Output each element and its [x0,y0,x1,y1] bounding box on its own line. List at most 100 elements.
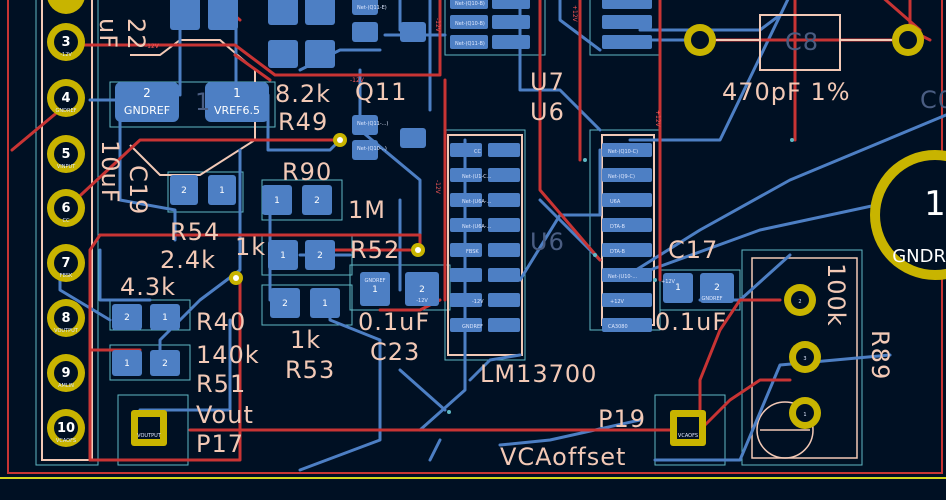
pad-numbers: 2 1 1 2 1 2 2 1 2 1 1 2 1 2 GNDREF -12V … [124,186,722,369]
c19-value: 10uF [96,140,124,204]
vref-pad[interactable] [205,82,269,122]
svg-text:Net-(Q10-B): Net-(Q10-B) [455,1,485,7]
connector-pin[interactable]: 10 VCAOFS [47,409,85,447]
mount-hole-num: 1 [924,184,946,224]
q11-ref: Q11 [355,78,407,106]
c22-ref: 22 [122,18,150,51]
pin-net: VOUTPUT [54,328,79,334]
r53-value: 1k [290,326,321,354]
pin-net: GNDREF [56,108,77,114]
pin-net: CC [63,218,70,224]
connector-pin[interactable]: 9 AMLIN [47,354,85,392]
pin-number: 5 [61,147,70,162]
svg-text:2: 2 [181,186,187,196]
pin-number: 7 [61,256,70,271]
p19-value: VCAoffset [500,443,626,471]
svg-text:1: 1 [322,299,328,309]
svg-text:DTA-B: DTA-B [610,249,625,255]
c19-ref: C19 [124,165,152,215]
connector-pin[interactable]: 7 FBSK [47,244,85,282]
r52-ref: R52 [350,236,400,264]
svg-text:2: 2 [798,299,801,305]
r49-value: 8.2k [275,80,331,108]
r54-value: 1k [235,233,266,261]
connector-pin[interactable]: 4 GNDREF [47,79,85,117]
r90-ref: R90 [282,158,332,186]
r52-value: 2.4k [160,246,216,274]
svg-text:-12V: -12V [434,180,441,195]
r40-ref: R40 [196,308,246,336]
r51-ref: R51 [196,370,246,398]
partial-ref: C0 [920,86,946,114]
svg-text:DTA-B: DTA-B [610,224,625,230]
svg-text:-12V: -12V [434,18,441,33]
u6-ref: U6 [530,98,565,126]
svg-text:Net-(U6A-...: Net-(U6A-... [462,224,492,230]
svg-text:Net-(U1-C...: Net-(U1-C... [462,174,492,180]
svg-text:2: 2 [124,313,130,323]
r89-value: 100k [822,263,850,327]
connector-pin[interactable]: 5 VINPUT [47,135,85,173]
silk-outlines [41,0,858,461]
svg-text:1: 1 [372,285,378,295]
ic-u7-pads: Net-(Q10-B) Net-(Q10-B) Net-(Q11-B) Net-… [357,0,652,152]
pad-number: 2 [143,86,151,100]
svg-text:-12V: -12V [145,43,160,50]
svg-text:VCAOFS: VCAOFS [678,433,698,439]
svg-text:1: 1 [280,251,286,261]
svg-text:3: 3 [803,356,806,362]
c17-pad-net: GNDREF [702,296,723,302]
svg-text:-12V: -12V [350,77,365,84]
u7-ref: U7 [530,68,565,96]
u6-fab-ref: U6 [530,228,565,256]
r89-ref: R89 [866,330,894,380]
svg-text:CA3080: CA3080 [608,324,628,330]
r54-ref: R54 [170,218,220,246]
c8-value: 470pF 1% [722,78,851,106]
svg-text:+12V: +12V [654,110,661,128]
connector-pin-partial [47,0,85,14]
connector-pin[interactable]: 8 VOUTPUT [47,299,85,337]
pin-number: 9 [61,366,70,381]
silkscreen-text: 22 uF C19 10uF 8.2k R49 R90 R54 1k 2.4k … [94,18,946,471]
svg-text:2: 2 [419,285,425,295]
smd-passive-pads [112,0,734,376]
connector-pin[interactable]: 3 -12V [47,23,85,61]
svg-text:2: 2 [162,359,168,369]
connector-header: 3 -12V 4 GNDREF 5 VINPUT 6 CC 7 FBSK 8 V… [47,0,85,447]
svg-text:1: 1 [162,313,168,323]
gndref-pad[interactable] [115,82,179,122]
front-copper-traces [10,0,932,462]
regulator-fab-num: 1 [195,88,211,116]
svg-text:Net-(U10-...: Net-(U10-... [608,274,638,280]
pin-net: AMLIN [58,383,74,389]
svg-text:-12V: -12V [472,299,484,305]
svg-text:+12V: +12V [571,5,578,23]
u6-value: LM13700 [480,360,597,388]
pin-number: 4 [61,91,70,106]
svg-text:Net-(Q10-B): Net-(Q10-B) [455,21,485,27]
c23-ref: C23 [370,338,420,366]
r90-value: 1M [348,196,386,224]
svg-text:GNDREF: GNDREF [462,324,483,330]
c23-value: 0.1uF [358,308,430,336]
p17-value: Vout [196,401,254,429]
regulator-pads: 2 GNDREF 1 VREF6.5 [115,82,269,122]
pin-net: VCAOFS [56,438,76,444]
c17-value: 0.1uF [655,308,727,336]
p19-ref: P19 [598,405,646,433]
c17-pad-net: +12V [661,279,676,285]
svg-text:1: 1 [274,196,280,206]
c23-pad-net: GNDREF [365,278,386,284]
svg-text:Net-(Q11-E): Net-(Q11-E) [357,5,387,11]
svg-text:1: 1 [803,412,806,418]
pin-number: 10 [57,421,75,436]
svg-text:1: 1 [219,186,225,196]
connector-pin[interactable]: 6 CC [47,189,85,227]
r49-ref: R49 [278,108,328,136]
tht-pads: VOUTPUT VCAOFS 2 3 1 [131,24,946,446]
r53-ref: R53 [285,356,335,384]
pad-number: 1 [233,86,241,100]
svg-text:Net-(Q10-C): Net-(Q10-C) [608,149,638,155]
